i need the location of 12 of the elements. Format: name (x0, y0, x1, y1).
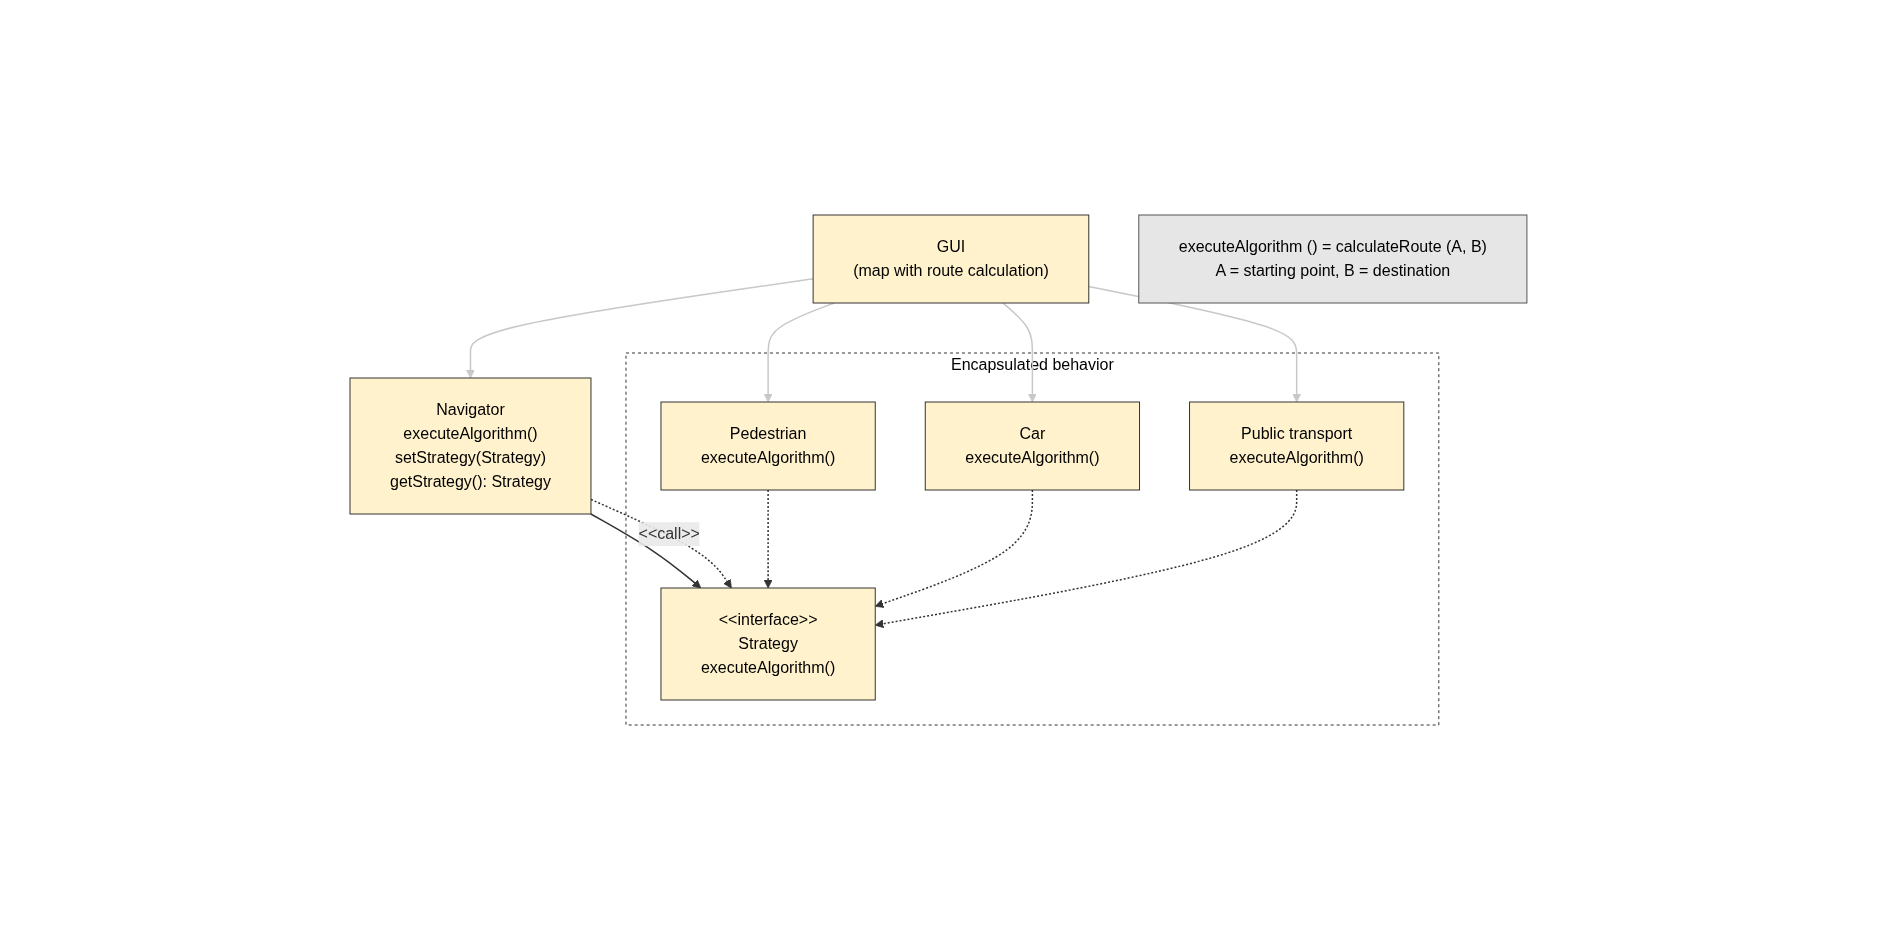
node-box: Public transport executeAlgorithm() (1189, 401, 1405, 491)
arrow (1002, 302, 1037, 403)
node-box: GUI (map with route calculation) (812, 214, 1090, 304)
arrow (466, 278, 814, 379)
node-box: Pedestrian executeAlgorithm() (660, 401, 876, 491)
node-box: <<interface>> Strategy executeAlgorithm() (660, 587, 876, 701)
node-box: Navigator executeAlgorithm() setStrategy(Strategy) getStrategy(): Strategy (349, 377, 592, 515)
node-box: Car executeAlgorithm() (924, 401, 1141, 491)
arrow (590, 513, 702, 589)
node-box: executeAlgorithm () = calculateRoute (A, B) A = starting point, B = destination (1138, 214, 1528, 304)
arrow (590, 498, 732, 589)
edge-label: <<call>> (638, 525, 700, 543)
